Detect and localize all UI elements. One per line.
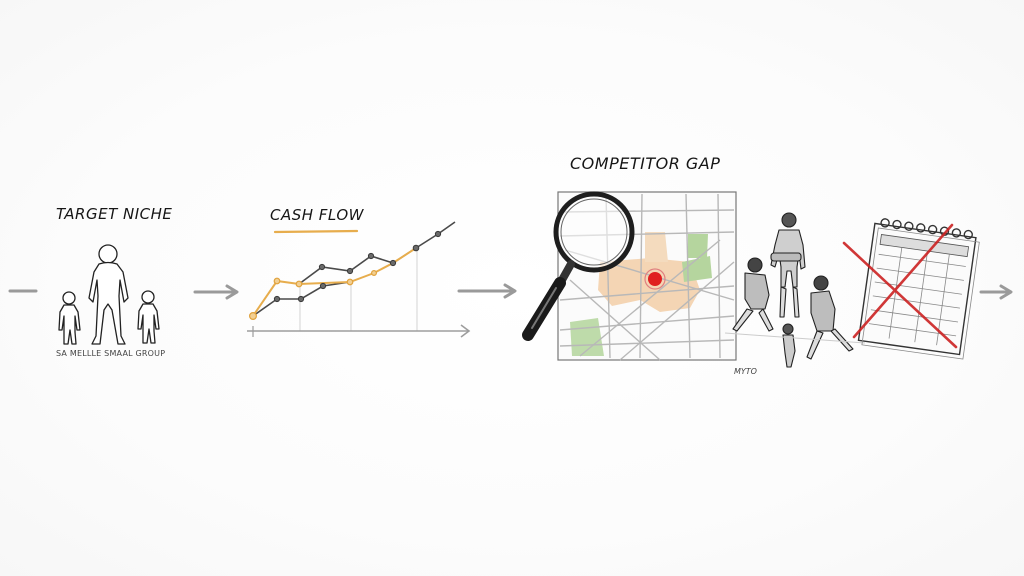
athletes-group-icon <box>725 212 865 368</box>
magnifier-over-map-icon <box>522 191 737 361</box>
arrow-right-icon <box>457 283 517 299</box>
arrow-right-icon <box>193 284 239 300</box>
step-title-cash-flow: CASH FLOW <box>270 206 364 224</box>
step-title-target-niche: TARGET NICHE <box>56 205 173 223</box>
step-caption-target-niche: SA MELLLE SMAAL GROUP <box>56 349 166 358</box>
three-people-icon <box>58 244 160 345</box>
crossed-out-calendar-icon <box>842 218 980 360</box>
arrow-in-left <box>8 289 38 293</box>
step-title-competitor-gap: COMPETITOR GAP <box>570 154 721 173</box>
line-chart-icon <box>247 221 471 338</box>
arrow-right-icon <box>979 284 1013 300</box>
step-caption-myto: MYTO <box>734 367 757 376</box>
